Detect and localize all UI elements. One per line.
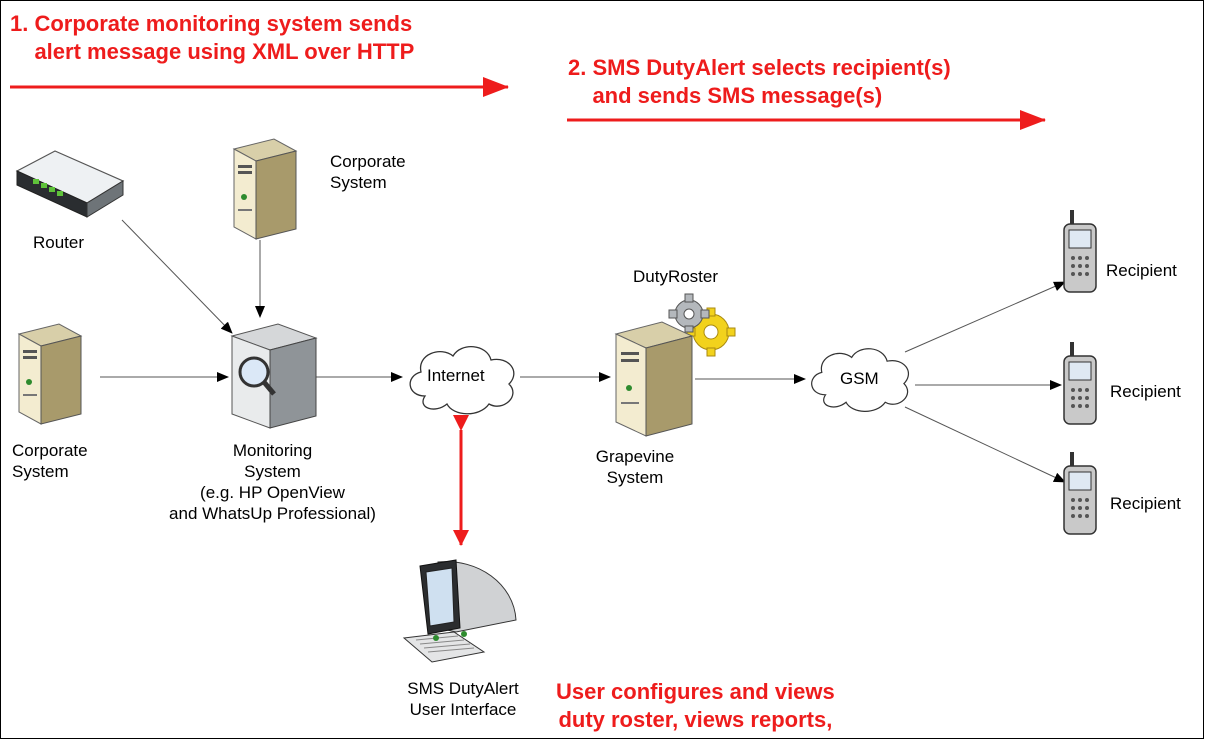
step3-note: User configures and views duty roster, v… [556, 679, 835, 732]
corporate-left-label: Corporate System [12, 441, 88, 481]
step2-note: 2. SMS DutyAlert selects recipient(s) an… [568, 55, 951, 108]
server-icon [612, 318, 696, 443]
cloud-icon [805, 340, 917, 421]
internet-label: Internet [427, 366, 485, 385]
monitoring-label: Monitoring System (e.g. HP OpenView and … [169, 441, 376, 523]
recipient-label: Recipient [1106, 261, 1177, 280]
step1-note: 1. Corporate monitoring system sends ale… [10, 11, 415, 64]
grapevine-label: Grapevine System [595, 447, 675, 487]
server-icon [15, 320, 85, 431]
gsm-to-recipient3-line [904, 406, 1066, 483]
server-icon [230, 135, 300, 246]
cloud-icon [403, 338, 523, 423]
dutyroster-label: DutyRoster [633, 267, 719, 286]
recipient-label: Recipient [1110, 382, 1181, 401]
gsm-label: GSM [840, 369, 879, 388]
mobile-phone-icon [1058, 450, 1102, 541]
computer-icon [398, 558, 523, 673]
mobile-phone-icon [1058, 208, 1102, 299]
gears-icon [655, 288, 745, 363]
gsm-to-recipient1-line [904, 281, 1066, 353]
recipient-label: Recipient [1110, 494, 1181, 513]
router-label: Router [33, 233, 85, 252]
router-to-monitoring-line [121, 219, 233, 334]
mobile-phone-icon [1058, 340, 1102, 431]
ui-label: SMS DutyAlert User Interface [407, 679, 519, 719]
monitoring-icon [228, 320, 320, 435]
corporate-top-label: Corporate System [330, 152, 406, 192]
router-icon [15, 143, 125, 226]
